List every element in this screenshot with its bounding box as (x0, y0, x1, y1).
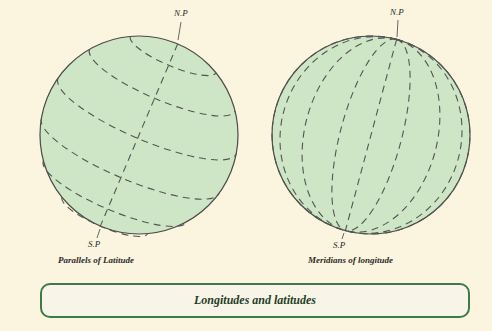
caption-box: Longitudes and latitudes (40, 283, 470, 318)
meridian-line (345, 39, 492, 256)
meridian-line (258, 16, 397, 231)
caption-text: Longitudes and latitudes (194, 293, 316, 308)
left-globe (11, 6, 267, 264)
meridian-line (316, 31, 397, 230)
axis-line (100, 44, 177, 226)
globe-caption: Meridians of longitude (308, 256, 393, 266)
pole-label: N.P (174, 9, 188, 19)
globe-caption: Parallels of Latitude (58, 256, 134, 266)
pole-label: N.P (390, 8, 404, 18)
meridian-line (345, 39, 396, 230)
pole-label: S.P (88, 240, 100, 250)
meridian-line (345, 39, 484, 254)
meridian-line (281, 22, 396, 230)
meridian-line (345, 39, 426, 238)
right-globe (250, 14, 492, 256)
meridian-line (250, 14, 397, 231)
pole-label: S.P (333, 241, 345, 251)
meridian-line (345, 39, 460, 247)
